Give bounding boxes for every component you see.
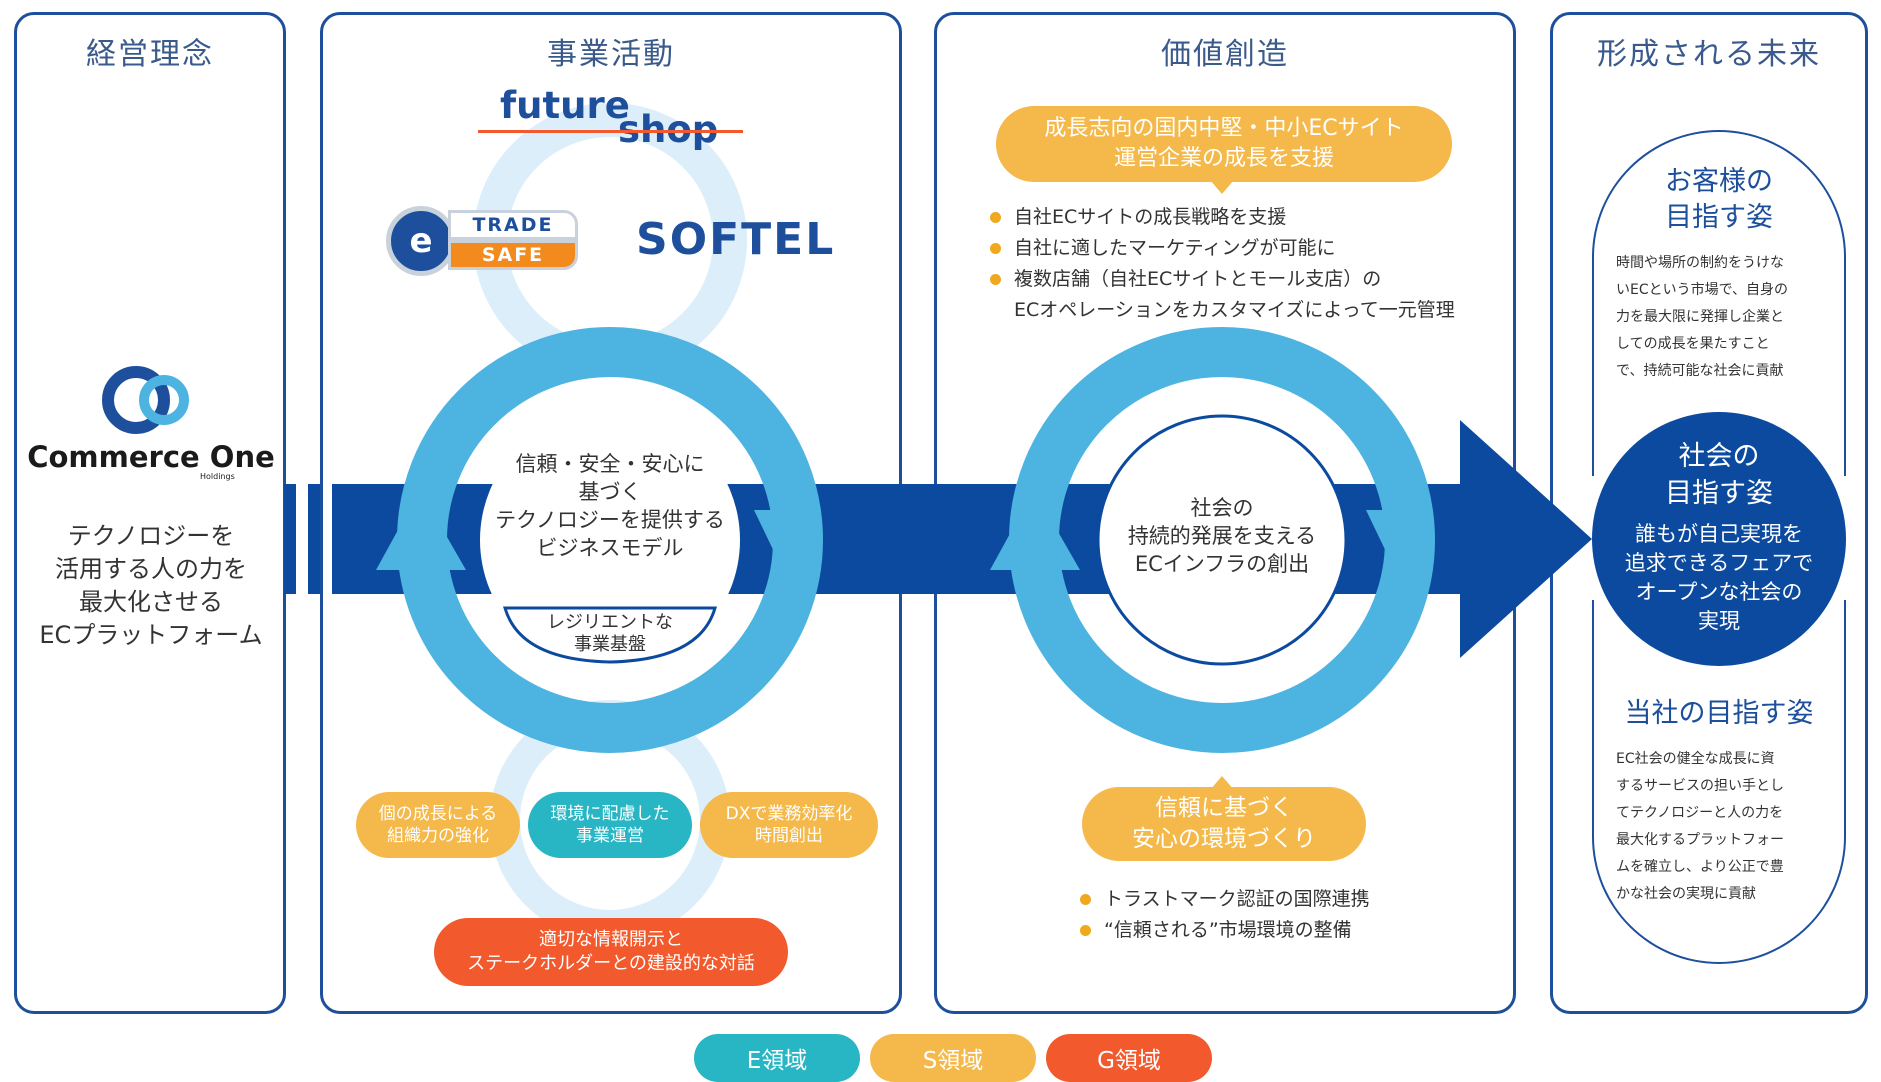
bullet-item: “信頼される”市場環境の整備 [1080,915,1460,946]
value-bottom-bullets: トラストマーク認証の国際連携 “信頼される”市場環境の整備 [1080,884,1460,946]
value-bottom-pill: 信頼に基づく 安心の環境づくり [1082,787,1366,861]
future-company-text: EC社会の健全な成長に資 するサービスの担い手とし てテクノロジーと人の力を 最… [1616,751,1784,902]
bullet-dot-icon [1080,925,1091,936]
value-ring-inner [1096,414,1348,666]
value-top-pill-tail [1210,180,1234,194]
commerce-one-logo-subtext: Holdings [200,472,235,481]
future-society-title: 社会の 目指す姿 [1665,441,1773,509]
resilient-base-text: レジリエントな 事業基盤 [547,612,673,655]
bullet-dot-icon [990,243,1001,254]
business-ring-text: 信頼・安全・安心に 基づく テクノロジーを提供する ビジネスモデル [495,452,725,560]
future-customer-text: 時間や場所の制約をうけな いECという市場で、自身の 力を最大限に発揮し企業と … [1616,255,1789,379]
pill-organization: 個の成長による 組織力の強化 [356,792,520,858]
business-ring-arrow-right [754,510,800,560]
commerce-one-logo-text: Commerce One [27,440,275,474]
future-customer-box [1592,130,1846,476]
futureshop-logo-shop: shop [618,108,719,151]
column-title-future: 形成される未来 [1597,37,1821,72]
value-top-bullets: 自社ECサイトの成長戦略を支援 自社に適したマーケティングが可能に 複数店舗（自… [990,202,1490,326]
arrow-stripe-1 [284,484,296,594]
tradesafe-logo: e TRADE SAFE [386,202,586,280]
legend-s: S領域 [870,1034,1036,1082]
resilient-base-shape [503,606,717,664]
value-bottom-pill-tail [1210,776,1234,790]
future-company-box [1592,600,1846,964]
legend-g: G領域 [1046,1034,1212,1082]
futureshop-logo-future: future [500,84,630,127]
bullet-dot-icon [1080,894,1091,905]
business-ring-arrow-left [376,490,466,570]
value-ring-arrow-left [990,490,1080,570]
bullet-dot-icon [990,212,1001,223]
bullet-item: 自社に適したマーケティングが可能に [990,233,1490,264]
commerce-one-logo-icon [102,366,189,434]
arrow-head [1460,420,1592,658]
value-ring-arrow-right [1366,510,1412,560]
tradesafe-logo-label-bottom: SAFE [448,240,578,270]
pill-dx: DXで業務効率化 時間創出 [700,792,878,858]
column-philosophy: 経営理念 [14,12,286,1014]
bullet-item: 複数店舗（自社ECサイトとモール支店）の ECオペレーションをカスタマイズによっ… [990,264,1490,326]
future-company-title: 当社の目指す姿 [1624,698,1814,729]
pill-governance: 適切な情報開示と ステークホルダーとの建設的な対話 [434,918,788,986]
bullet-item: トラストマーク認証の国際連携 [1080,884,1460,915]
tradesafe-logo-shield-icon: e [386,206,456,276]
future-society-text: 誰もが自己実現を 追求できるフェアで オープンな社会の 実現 [1624,522,1814,633]
future-customer-title: お客様の 目指す姿 [1665,166,1773,233]
futureshop-logo-underline [478,130,743,133]
philosophy-text: テクノロジーを 活用する人の力を 最大化させる ECプラットフォーム [39,522,263,649]
legend-e: E領域 [694,1034,860,1082]
value-ring-text: 社会の 持続的発展を支える ECインフラの創出 [1127,496,1317,576]
pill-environment: 環境に配慮した 事業運営 [528,792,692,858]
bullet-dot-icon [990,274,1001,285]
column-title-philosophy: 経営理念 [86,37,214,72]
column-title-value: 価値創造 [1161,37,1289,72]
arrow-stripe-2 [308,484,320,594]
bullet-item: 自社ECサイトの成長戦略を支援 [990,202,1490,233]
future-society-circle [1592,412,1846,666]
softel-logo: SOFTEL [636,214,836,265]
tradesafe-logo-label-top: TRADE [448,210,578,240]
column-title-business: 事業活動 [547,37,675,72]
business-ring-inner [480,410,740,670]
value-top-pill: 成長志向の国内中堅・中小ECサイト 運営企業の成長を支援 [996,106,1452,182]
futureshop-logo: future shop [478,84,748,154]
